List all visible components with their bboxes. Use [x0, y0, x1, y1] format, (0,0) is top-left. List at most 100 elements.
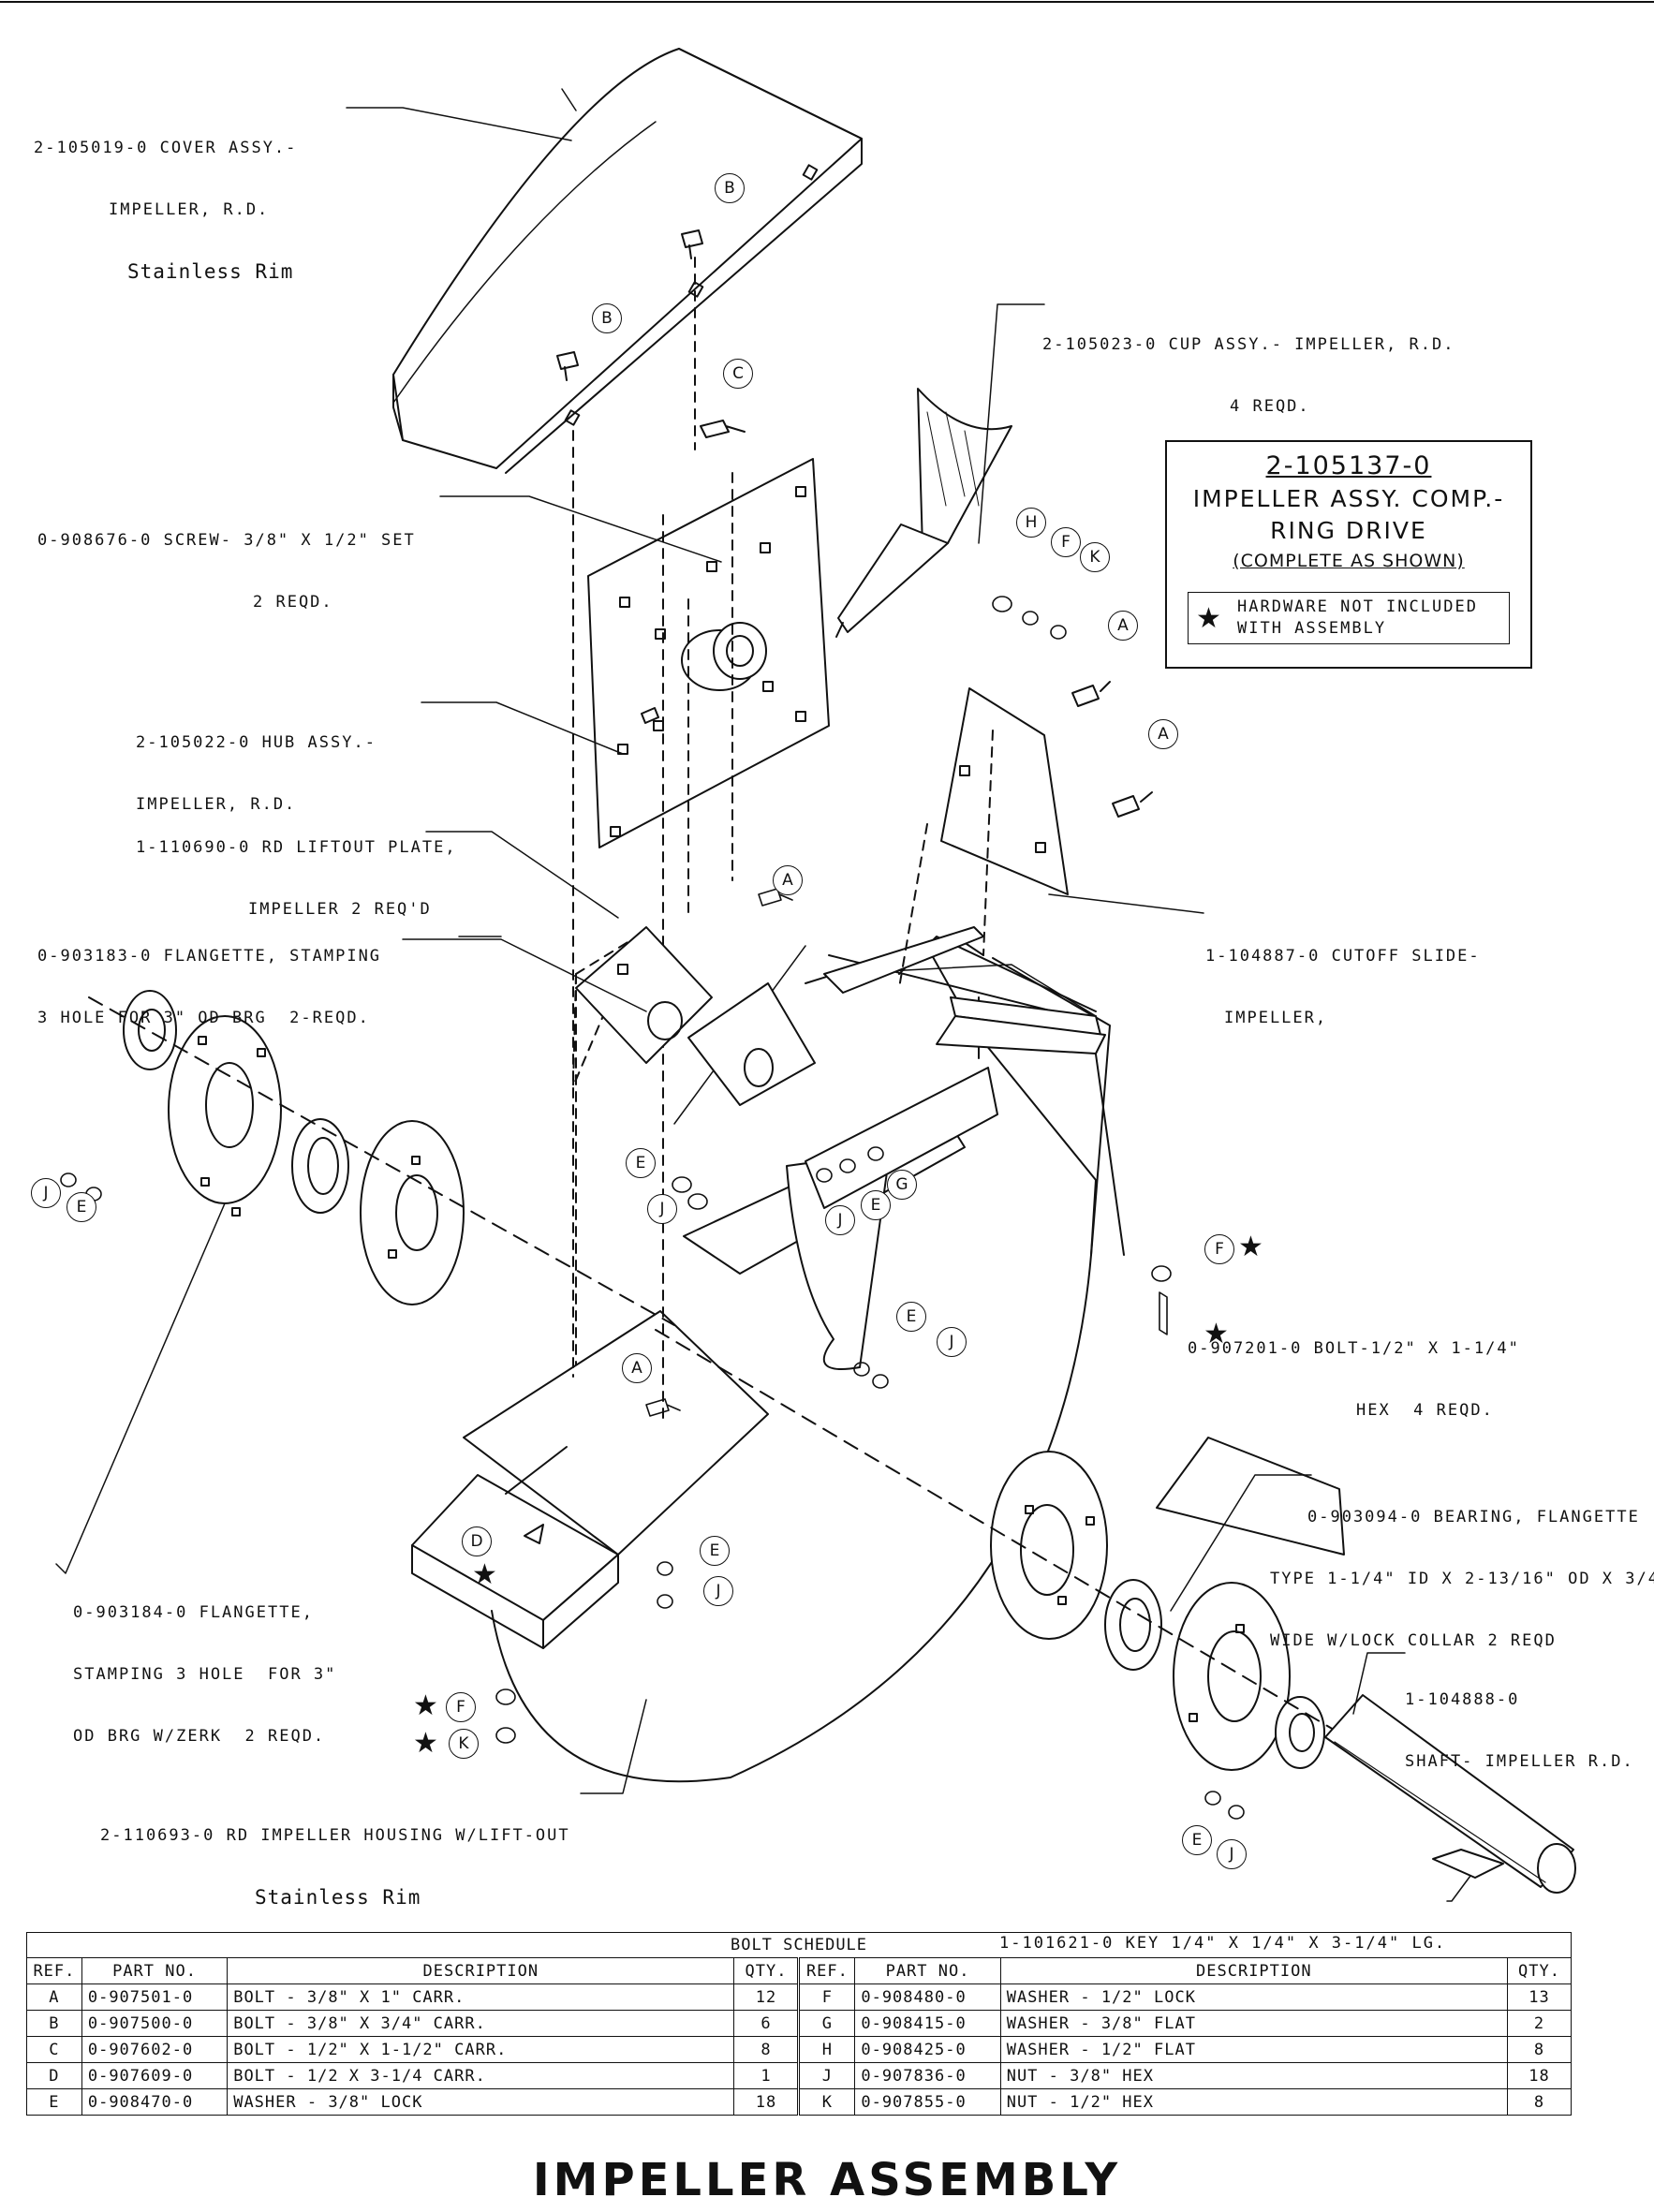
- callout-bubble: E: [1182, 1825, 1212, 1855]
- header-cell: REF.: [26, 1957, 82, 1984]
- part-no-cell: 0-907602-0: [81, 2036, 229, 2063]
- left-flangette-stack: [88, 990, 675, 1326]
- qty-cell: 8: [1506, 2036, 1573, 2063]
- label-liftout-plate: 1-110690-0 RD LIFTOUT PLATE, IMPELLER 2 …: [136, 838, 457, 919]
- callout-bubble: B: [592, 303, 622, 333]
- description-cell: WASHER - 1/2" LOCK: [999, 1983, 1508, 2011]
- description-cell: BOLT - 3/8" X 1" CARR.: [227, 1983, 735, 2011]
- callout-bubble: C: [723, 359, 753, 389]
- star-icon: ★: [1204, 1318, 1229, 1350]
- callout-bubble: F: [1204, 1234, 1234, 1264]
- ref-cell: A: [26, 1983, 82, 2011]
- ref-cell: E: [26, 2088, 82, 2116]
- bolt-schedule-header: REF. PART NO. DESCRIPTION QTY. REF. PART…: [26, 1957, 1573, 1984]
- callout-bubble: E: [626, 1148, 656, 1178]
- callout-bubble: A: [622, 1353, 652, 1383]
- qty-cell: 12: [733, 1983, 800, 2011]
- callout-bubble: A: [773, 865, 803, 895]
- callout-bubble: K: [449, 1729, 479, 1759]
- description-cell: WASHER - 3/8" FLAT: [999, 2010, 1508, 2037]
- ref-cell: G: [797, 2010, 856, 2037]
- part-no-cell: 0-907855-0: [854, 2088, 1001, 2116]
- callout-bubble: F: [1051, 527, 1081, 557]
- description-cell: NUT - 3/8" HEX: [999, 2062, 1508, 2089]
- cup-assembly: [835, 388, 1012, 638]
- ref-cell: B: [26, 2010, 82, 2037]
- qty-cell: 2: [1506, 2010, 1573, 2037]
- ref-cell: C: [26, 2036, 82, 2063]
- star-icon: ★: [413, 1689, 438, 1722]
- star-icon: ★: [1238, 1231, 1263, 1263]
- star-icon: ★: [413, 1727, 438, 1760]
- callout-bubble: E: [700, 1536, 730, 1566]
- ref-cell: K: [797, 2088, 856, 2116]
- part-no-cell: 0-908480-0: [854, 1983, 1001, 2011]
- callout-bubble: E: [66, 1192, 96, 1222]
- qty-cell: 1: [733, 2062, 800, 2089]
- callout-bubble: J: [703, 1576, 733, 1606]
- qty-cell: 8: [1506, 2088, 1573, 2116]
- assembly-name-line1: IMPELLER ASSY. COMP.-: [1192, 485, 1505, 512]
- right-bearing-stack: [655, 1329, 1387, 1771]
- callout-bubble: F: [446, 1692, 476, 1722]
- ref-cell: J: [797, 2062, 856, 2089]
- ref-cell: D: [26, 2062, 82, 2089]
- label-impeller-housing: 2-110693-0 RD IMPELLER HOUSING W/LIFT-OU…: [100, 1826, 570, 1909]
- header-cell: PART NO.: [81, 1957, 229, 1984]
- table-row: A 0-907501-0 BOLT - 3/8" X 1" CARR. 12 F…: [26, 1983, 1573, 2011]
- callout-bubble: G: [887, 1170, 917, 1200]
- table-row: E 0-908470-0 WASHER - 3/8" LOCK 18 K 0-9…: [26, 2088, 1573, 2116]
- callout-bubble: B: [715, 173, 745, 203]
- qty-cell: 18: [1506, 2062, 1573, 2089]
- part-no-cell: 0-907609-0: [81, 2062, 229, 2089]
- part-no-cell: 0-908470-0: [81, 2088, 229, 2116]
- header-cell: QTY.: [1506, 1957, 1573, 1984]
- callout-bubble: E: [896, 1302, 926, 1332]
- label-hub-assembly: 2-105022-0 HUB ASSY.- IMPELLER, R.D.: [136, 733, 377, 814]
- cutoff-slide: [940, 687, 1069, 895]
- description-cell: WASHER - 1/2" FLAT: [999, 2036, 1508, 2063]
- assembly-part-number: 2-105137-0: [1265, 451, 1432, 480]
- part-no-cell: 0-907836-0: [854, 2062, 1001, 2089]
- table-row: C 0-907602-0 BOLT - 1/2" X 1-1/2" CARR. …: [26, 2036, 1573, 2063]
- qty-cell: 6: [733, 2010, 800, 2037]
- callout-bubble: J: [31, 1178, 61, 1208]
- callout-bubble: A: [1108, 611, 1138, 641]
- callout-bubble: J: [937, 1327, 967, 1357]
- assembly-title-box: 2-105137-0 IMPELLER ASSY. COMP.- RING DR…: [1165, 440, 1532, 669]
- qty-cell: 18: [733, 2088, 800, 2116]
- callout-bubble: J: [647, 1194, 677, 1224]
- callout-bubble: D: [462, 1526, 492, 1556]
- callout-bubble: J: [825, 1205, 855, 1235]
- table-row: D 0-907609-0 BOLT - 1/2 X 3-1/4 CARR. 1 …: [26, 2062, 1573, 2089]
- ref-cell: H: [797, 2036, 856, 2063]
- hardware-note-text: HARDWARE NOT INCLUDED WITH ASSEMBLY: [1237, 597, 1478, 638]
- bolt-schedule-table: BOLT SCHEDULE REF. PART NO. DESCRIPTION …: [26, 1932, 1573, 2116]
- hardware: [60, 596, 1245, 1820]
- callout-bubble: E: [861, 1190, 891, 1220]
- description-cell: BOLT - 3/8" X 3/4" CARR.: [227, 2010, 735, 2037]
- label-flangette-zerk: 0-903184-0 FLANGETTE, STAMPING 3 HOLE FO…: [73, 1603, 337, 1746]
- label-bearing-flangette: 0-903094-0 BEARING, FLANGETTE TYPE 1-1/4…: [1270, 1508, 1654, 1650]
- label-shaft: 1-104888-0 SHAFT- IMPELLER R.D.: [1405, 1690, 1634, 1771]
- assembly-name-line2: RING DRIVE: [1270, 517, 1427, 544]
- label-cup-assembly: 2-105023-0 CUP ASSY.- IMPELLER, R.D. 4 R…: [1042, 335, 1455, 416]
- label-set-screw: 0-908676-0 SCREW- 3/8" X 1/2" SET 2 REQD…: [37, 531, 416, 612]
- impeller-shaft: [1324, 1694, 1576, 1894]
- ref-cell: F: [797, 1983, 856, 2011]
- description-cell: NUT - 1/2" HEX: [999, 2088, 1508, 2116]
- hardware-note-box: ★ HARDWARE NOT INCLUDED WITH ASSEMBLY: [1188, 592, 1510, 644]
- star-icon: ★: [1196, 602, 1221, 635]
- callout-bubble: H: [1016, 508, 1046, 538]
- header-cell: DESCRIPTION: [227, 1957, 735, 1984]
- leader-lines: [55, 107, 1471, 1902]
- description-cell: BOLT - 1/2 X 3-1/4 CARR.: [227, 2062, 735, 2089]
- impeller-housing: [411, 257, 1125, 1783]
- part-no-cell: 0-907500-0: [81, 2010, 229, 2037]
- hub-assembly: [587, 458, 830, 848]
- cover-assembly: [392, 48, 863, 474]
- part-no-cell: 0-908415-0: [854, 2010, 1001, 2037]
- liftout-plates: [575, 926, 816, 1106]
